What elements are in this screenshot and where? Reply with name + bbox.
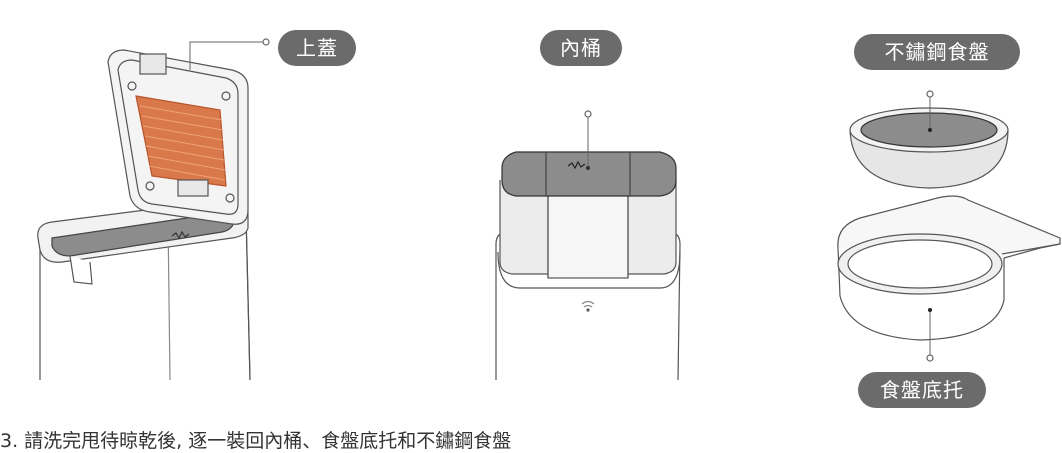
- bowl-and-base-illustration: [837, 90, 1061, 362]
- lid-label: 上蓋: [278, 30, 356, 66]
- container-with-open-lid: [37, 38, 270, 381]
- inner-bucket-illustration: [495, 110, 681, 381]
- bowl-base-label: 食盤底托: [858, 372, 986, 408]
- instruction-caption: 3. 請洗完甩待晾乾後, 逐一裝回內桶、食盤底托和不鏽鋼食盤: [0, 430, 512, 452]
- inner-bucket-label: 內桶: [540, 30, 622, 66]
- stainless-bowl-label: 不鏽鋼食盤: [854, 34, 1020, 70]
